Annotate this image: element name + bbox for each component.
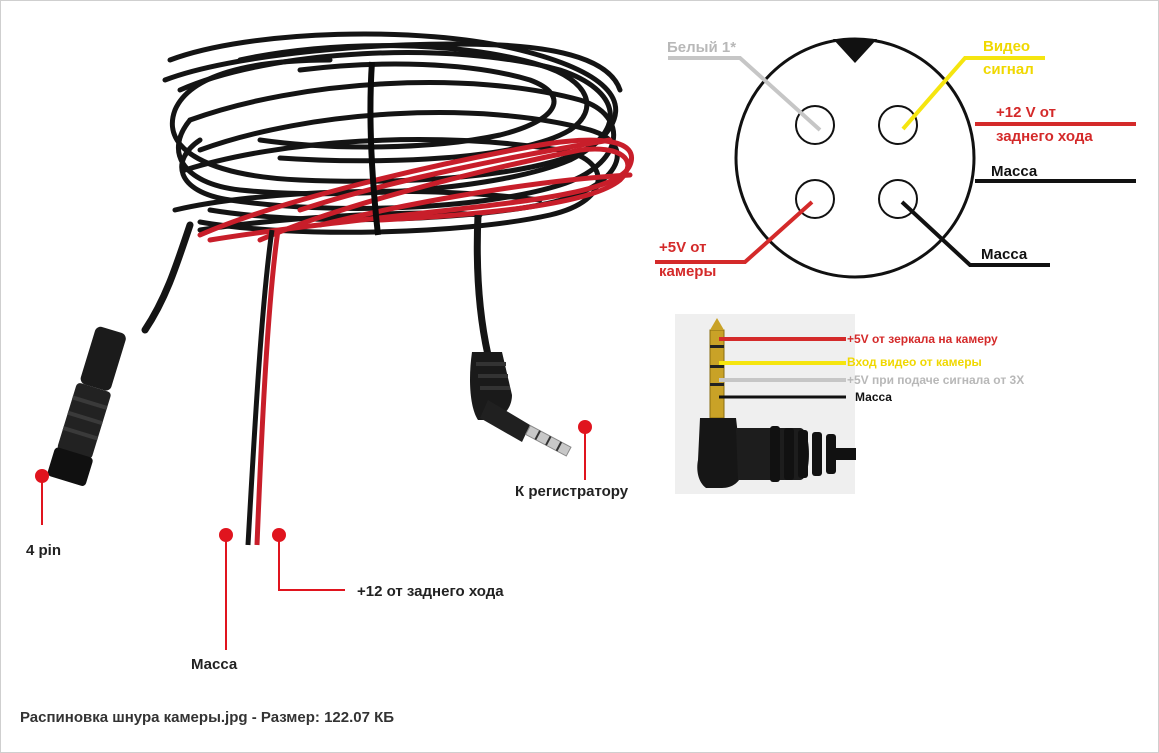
pin-video [878, 105, 918, 145]
wire-white [668, 56, 822, 132]
wire-yellow [901, 56, 1045, 131]
label-to-recorder: К регистратору [515, 483, 629, 500]
label-white: Белый 1* [667, 39, 736, 56]
label-ground: Масса [191, 656, 238, 673]
label-reverse-12v: +12 от заднего хода [357, 583, 504, 600]
label-ground-top: Масса [991, 163, 1038, 180]
connector-pinout: Белый 1* Видео сигнал +12 V от заднего х… [655, 37, 1136, 280]
connector-outline [734, 37, 976, 279]
label-video-2: сигнал [983, 61, 1034, 78]
label-4pin: 4 pin [26, 542, 61, 559]
label-video-1: Видео [983, 38, 1030, 55]
caption-size-label: Размер: [260, 709, 320, 726]
wire-5v-red [655, 200, 814, 264]
cable-photo: 4 pin Масса +12 от заднего хода К регист… [26, 31, 634, 673]
callout-reverse [272, 528, 345, 591]
caption-separator: - [247, 709, 261, 726]
caption-filename: Распиновка шнура камеры.jpg [20, 709, 248, 726]
jack-pinout: +5V от зеркала на камеру Вход видео от к… [675, 314, 1024, 494]
label-camera-1: +5V от [659, 239, 706, 256]
label-jack-ring1: Вход видео от камеры [847, 355, 982, 369]
label-jack-ring2: +5V при подаче сигнала от 3Х [847, 373, 1024, 387]
pinout-diagram: 4 pin Масса +12 от заднего хода К регист… [26, 31, 1136, 673]
callout-recorder [578, 420, 592, 480]
label-jack-tip: +5V от зеркала на камеру [847, 332, 998, 346]
label-ground-bottom: Масса [981, 246, 1028, 263]
label-camera-2: камеры [659, 263, 716, 280]
wire-ground-bottom [900, 200, 1050, 267]
label-jack-sleeve: Масса [855, 390, 892, 404]
jack-plug-photo [470, 352, 572, 457]
caption-size-value: 122.07 КБ [324, 709, 395, 726]
image-caption: Распиновка шнура камеры.jpg - Размер: 12… [20, 709, 394, 726]
callout-ground [219, 528, 233, 650]
callout-4pin [35, 469, 49, 525]
label-reverse-2: заднего хода [996, 128, 1093, 145]
label-reverse-1: +12 V от [996, 104, 1056, 121]
key-notch-icon [833, 39, 877, 63]
